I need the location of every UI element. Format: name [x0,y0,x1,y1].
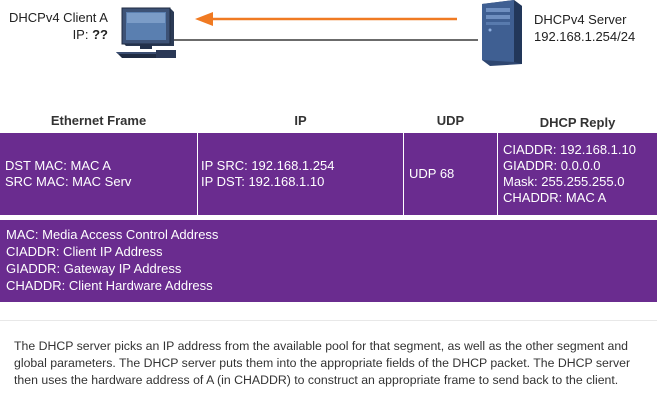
description-text: The DHCP server picks an IP address from… [14,339,631,387]
divider [0,320,657,321]
server-tower-icon [482,0,522,66]
dhcp-giaddr: GIADDR: 0.0.0.0 [503,158,601,173]
legend-box: MAC: Media Access Control Address CIADDR… [0,220,657,302]
dhcp-ciaddr: CIADDR: 192.168.1.10 [503,142,636,157]
client-name: DHCPv4 Client A [9,10,108,25]
cell-ethernet: DST MAC: MAC A SRC MAC: MAC Serv [0,133,197,215]
legend-item-mac: MAC: Media Access Control Address [6,227,219,242]
desktop-computer-icon [116,7,176,58]
ip-src: IP SRC: 192.168.1.254 [201,158,335,173]
ethernet-dst-mac: DST MAC: MAC A [5,158,111,173]
header-ip: IP [294,113,307,128]
client-ip-value: ?? [92,27,108,42]
ethernet-src-mac: SRC MAC: MAC Serv [5,174,132,189]
server-label: DHCPv4 Server 192.168.1.254/24 [534,11,635,45]
client-label: DHCPv4 Client A IP: ?? [9,9,108,43]
cell-udp: UDP 68 [404,133,497,215]
legend-item-giaddr: GIADDR: Gateway IP Address [6,261,182,276]
header-udp: UDP [436,113,465,128]
header-dhcp: DHCP Reply [539,115,616,130]
client-ip-label: IP: [72,27,89,42]
server-name: DHCPv4 Server [534,12,627,27]
cell-dhcp: CIADDR: 192.168.1.10 GIADDR: 0.0.0.0 Mas… [498,133,657,215]
network-cable [172,39,478,41]
client-ip-line: IP: ?? [9,26,108,43]
frame-header-row: Ethernet Frame IP UDP DHCP Reply [0,110,657,132]
udp-port: UDP 68 [409,166,455,181]
frame-row: DST MAC: MAC A SRC MAC: MAC Serv IP SRC:… [0,133,657,215]
dhcp-chaddr: CHADDR: MAC A [503,190,607,205]
topology-area: DHCPv4 Client A IP: ?? DHCP [0,0,657,78]
header-ethernet: Ethernet Frame [50,113,147,128]
cell-ip: IP SRC: 192.168.1.254 IP DST: 192.168.1.… [198,133,403,215]
left-arrow-icon [195,12,457,26]
legend-item-ciaddr: CIADDR: Client IP Address [6,244,163,259]
server-ip: 192.168.1.254/24 [534,29,636,44]
ip-dst: IP DST: 192.168.1.10 [201,174,325,189]
dhcp-mask: Mask: 255.255.255.0 [503,174,625,189]
legend-item-chaddr: CHADDR: Client Hardware Address [6,278,213,293]
